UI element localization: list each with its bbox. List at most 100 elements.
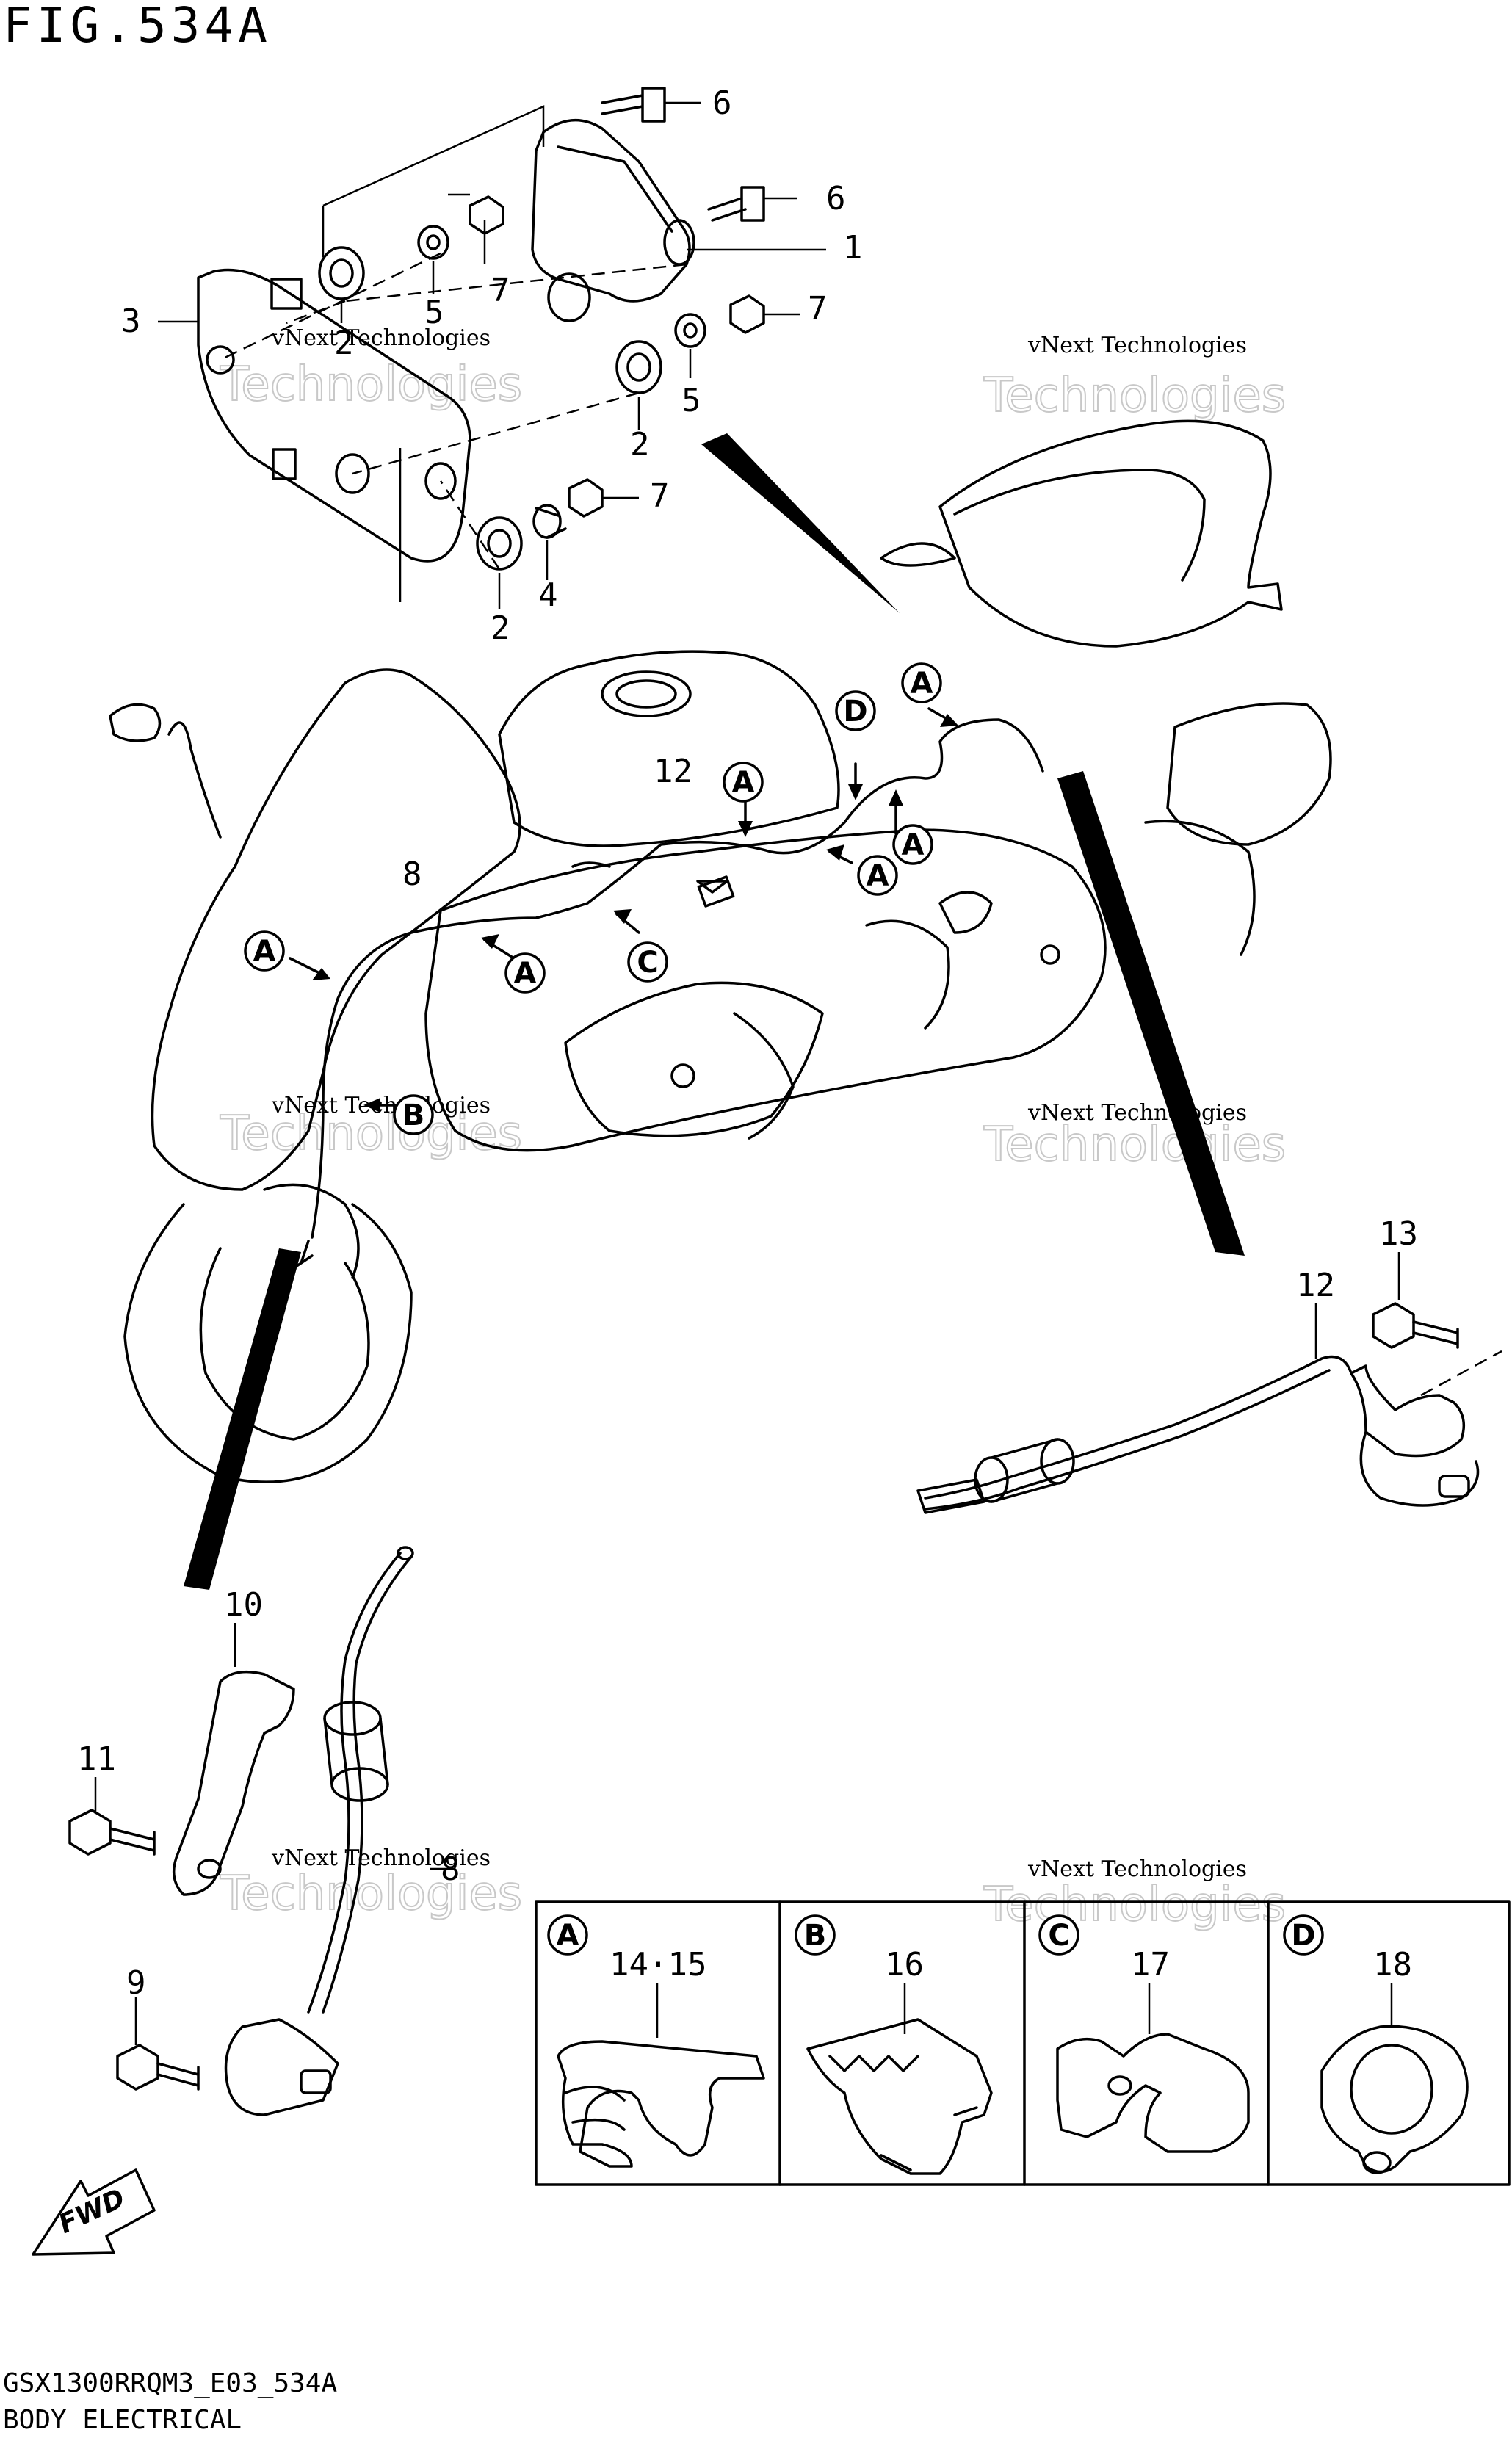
sensor-bracket-assembly [158, 87, 826, 610]
callout-3: 3 [121, 303, 141, 340]
callout-12: 12 [1296, 1267, 1335, 1304]
sensor-harness-route [289, 718, 1044, 1272]
callout-8: 8 [441, 1851, 460, 1888]
bolt-9 [116, 2044, 200, 2091]
leader-lines [158, 101, 826, 610]
front-sensor-detail [68, 1546, 455, 2116]
clamp-d-ring [1350, 2044, 1433, 2135]
legend-frame [535, 1900, 1511, 2186]
bracket-hole [424, 462, 457, 500]
frame-bolt [1040, 944, 1060, 965]
bracket-tab [272, 448, 297, 480]
harness-8 [311, 902, 589, 1239]
svg-text:D: D [1291, 1919, 1315, 1953]
callout-8: 8 [402, 856, 422, 893]
watermark-text: vNext Technologies [1027, 1100, 1247, 1126]
motorcycle-body [109, 419, 1332, 1483]
front-fender [263, 1183, 360, 1279]
svg-text:A: A [732, 766, 755, 800]
rear-sensor-tip [1438, 1475, 1470, 1498]
pointer-wedge-top [701, 433, 900, 613]
clamp-b [806, 2018, 993, 2175]
callout-10: 10 [224, 1586, 263, 1624]
callout-7: 7 [808, 290, 828, 328]
svg-text:B: B [804, 1919, 827, 1953]
figure-title: FIG.534A [3, 0, 272, 54]
watermark-group: Technologies Technologies Technologies T… [219, 325, 1287, 1933]
callout-2: 2 [491, 610, 510, 647]
callout-7: 7 [650, 477, 670, 515]
legend-c-parts: 17 [1131, 1946, 1170, 1983]
grommet-2-low [476, 516, 523, 571]
fuel-tank [498, 650, 840, 847]
watermark-outline: Technologies [983, 1118, 1286, 1172]
tail-cowl [938, 419, 1283, 648]
callout-9: 9 [126, 1964, 146, 2002]
route-marker-d: D [835, 690, 876, 731]
clamp-d [1320, 2025, 1469, 2174]
side-fairing [424, 828, 1107, 1152]
front-fairing [151, 668, 521, 1191]
cowl-fastener [670, 1063, 695, 1088]
callout-12: 12 [654, 753, 692, 790]
svg-text:C: C [1048, 1919, 1069, 1953]
swing-arm [1144, 820, 1256, 956]
seat-cushion [953, 469, 1206, 582]
nut-7-low [568, 478, 604, 518]
clamp-legend: A 14·15 B 16 C 17 D 18 [535, 1900, 1511, 2186]
watermark-text: vNext Technologies [1027, 333, 1247, 358]
svg-text:A: A [911, 667, 933, 701]
bolt-6-mid [707, 186, 765, 222]
front-brake-disc [199, 1247, 370, 1441]
callout-1: 1 [843, 229, 863, 267]
fairing-inner-line [733, 1012, 795, 1140]
route-markers: A A C A D A A A B [244, 662, 942, 1135]
fuel-cap [601, 670, 692, 717]
route-marker-a: A [723, 762, 764, 803]
leader-lines [1314, 1252, 1400, 1359]
callout-13: 13 [1379, 1215, 1418, 1253]
callout-2: 2 [630, 426, 650, 463]
spacer-4 [532, 504, 567, 539]
cowl-opening [564, 981, 824, 1137]
mirror-stalk [167, 721, 222, 839]
callout-6: 6 [712, 84, 732, 122]
legend-c: C 17 [1038, 1914, 1250, 2153]
front-cable-grommet [323, 1701, 389, 1802]
sensor-mount [547, 272, 591, 322]
collar-5-top [417, 225, 449, 260]
rear-sensor-cable [924, 1355, 1353, 1500]
legend-d-parts: 18 [1373, 1946, 1412, 1983]
seat-accent [880, 542, 956, 567]
svg-text:A: A [253, 935, 276, 969]
callout-numbers: 1 2 2 2 3 4 5 5 6 6 7 7 7 8 8 9 10 11 12… [77, 84, 1418, 2002]
routing-arrows [289, 707, 958, 1113]
legend-a: A 14·15 [547, 1914, 765, 2168]
harness-connector [697, 875, 735, 908]
svg-text:B: B [402, 1099, 425, 1132]
nut-7-top [469, 195, 504, 235]
rear-sensor-guide [1420, 1350, 1502, 1397]
cable-end [916, 1478, 985, 1514]
mirror [109, 703, 162, 742]
clamp-c-hole [1107, 2075, 1132, 2096]
svg-text:D: D [843, 695, 867, 728]
leader-lines [94, 1623, 455, 2045]
watermark-text: vNext Technologies [1027, 1856, 1247, 1882]
rear-sensor-body [1350, 1364, 1466, 1458]
rear-sensor-detail [916, 1252, 1502, 1514]
clamp-b-detail [880, 2106, 978, 2171]
callout-11: 11 [77, 1740, 116, 1778]
svg-text:C: C [637, 946, 658, 980]
callout-2: 2 [334, 325, 354, 362]
bracket-hole [206, 345, 235, 375]
assembly-guide [220, 252, 687, 570]
frame-plate [938, 891, 993, 934]
callout-5: 5 [424, 294, 444, 331]
clamp-b-teeth [828, 2055, 919, 2072]
clamp-d-hole [1362, 2151, 1392, 2174]
rear-muffler [1166, 702, 1332, 846]
legend-a-parts: 14·15 [609, 1946, 706, 1983]
pointer-wedge-right [1057, 771, 1245, 1256]
